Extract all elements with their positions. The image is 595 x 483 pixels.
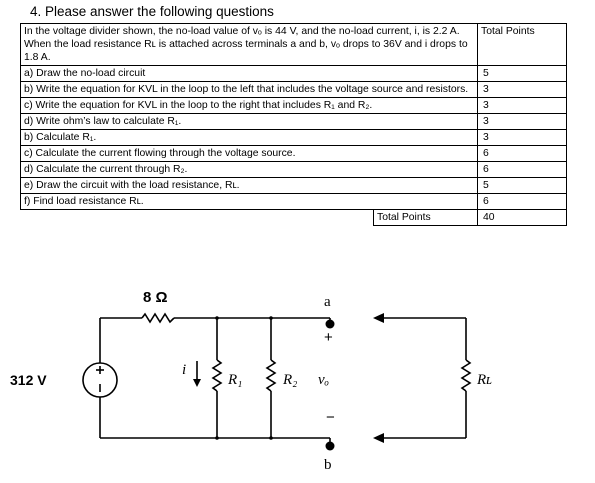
current-arrowhead [193, 379, 201, 387]
node-dot [269, 316, 273, 320]
circuit-diagram: 312 V 8 Ω a + − b i R₁ R₂ vₒ Rʟ [10, 289, 492, 473]
question-item-text: f) Find load resistance Rʟ. [20, 193, 478, 210]
blank-cell [21, 210, 374, 226]
table-row: d) Calculate the current through R₂. 6 [20, 161, 567, 178]
source-label: 312 V [10, 372, 47, 388]
question-item-points: 3 [477, 113, 567, 130]
question-item-text: a) Draw the no-load circuit [20, 65, 478, 82]
load-label: Rʟ [476, 372, 492, 388]
node-dot [269, 436, 273, 440]
r2-resistor-symbol [265, 359, 277, 392]
load-resistor-symbol [460, 359, 472, 392]
table-row: In the voltage divider shown, the no-loa… [20, 23, 567, 66]
table-row: a) Draw the no-load circuit 5 [20, 65, 567, 82]
series-resistor-symbol [141, 312, 175, 324]
series-resistor-label: 8 Ω [143, 289, 168, 306]
vo-plus-sign: + [324, 329, 333, 346]
table-row: b) Calculate R₁. 3 [20, 129, 567, 146]
vo-minus-sign: − [326, 409, 335, 426]
terminal-b-dot [325, 441, 335, 451]
total-label: Total Points [373, 209, 478, 226]
r1-label: R₁ [227, 372, 242, 388]
question-item-points: 3 [477, 129, 567, 146]
question-heading: 4. Please answer the following questions [30, 4, 274, 19]
terminal-a-label: a [324, 294, 331, 310]
total-points-header: Total Points [477, 23, 567, 66]
question-item-text: c) Write the equation for KVL in the loo… [20, 97, 478, 114]
total-value: 40 [477, 209, 567, 226]
table-row: c) Calculate the current flowing through… [20, 145, 567, 162]
vo-label: vₒ [318, 372, 329, 388]
question-item-text: b) Write the equation for KVL in the loo… [20, 81, 478, 98]
question-item-points: 6 [477, 145, 567, 162]
question-item-points: 5 [477, 65, 567, 82]
question-item-points: 3 [477, 81, 567, 98]
question-item-points: 6 [477, 161, 567, 178]
current-label: i [182, 362, 186, 378]
voltage-source-symbol [82, 362, 118, 398]
question-item-text: d) Calculate the current through R₂. [20, 161, 478, 178]
terminal-a-dot [325, 319, 335, 329]
load-arrowhead-top [373, 313, 384, 323]
question-item-points: 3 [477, 97, 567, 114]
node-dot [215, 316, 219, 320]
question-intro: In the voltage divider shown, the no-loa… [20, 23, 478, 66]
table-row: f) Find load resistance Rʟ. 6 [20, 193, 567, 210]
question-item-text: b) Calculate R₁. [20, 129, 478, 146]
question-item-text: e) Draw the circuit with the load resist… [20, 177, 478, 194]
question-item-points: 6 [477, 193, 567, 210]
node-dot [215, 436, 219, 440]
table-row: e) Draw the circuit with the load resist… [20, 177, 567, 194]
r2-label: R₂ [282, 372, 297, 388]
question-item-points: 5 [477, 177, 567, 194]
table-row: b) Write the equation for KVL in the loo… [20, 81, 567, 98]
terminal-b-label: b [324, 457, 332, 473]
table-row: c) Write the equation for KVL in the loo… [20, 97, 567, 114]
load-arrowhead-bottom [373, 433, 384, 443]
table-row: d) Write ohm’s law to calculate R₁. 3 [20, 113, 567, 130]
question-item-text: d) Write ohm’s law to calculate R₁. [20, 113, 478, 130]
question-item-text: c) Calculate the current flowing through… [20, 145, 478, 162]
r1-resistor-symbol [211, 359, 223, 392]
table-row: Total Points 40 [21, 209, 567, 226]
question-table: In the voltage divider shown, the no-loa… [20, 23, 567, 226]
